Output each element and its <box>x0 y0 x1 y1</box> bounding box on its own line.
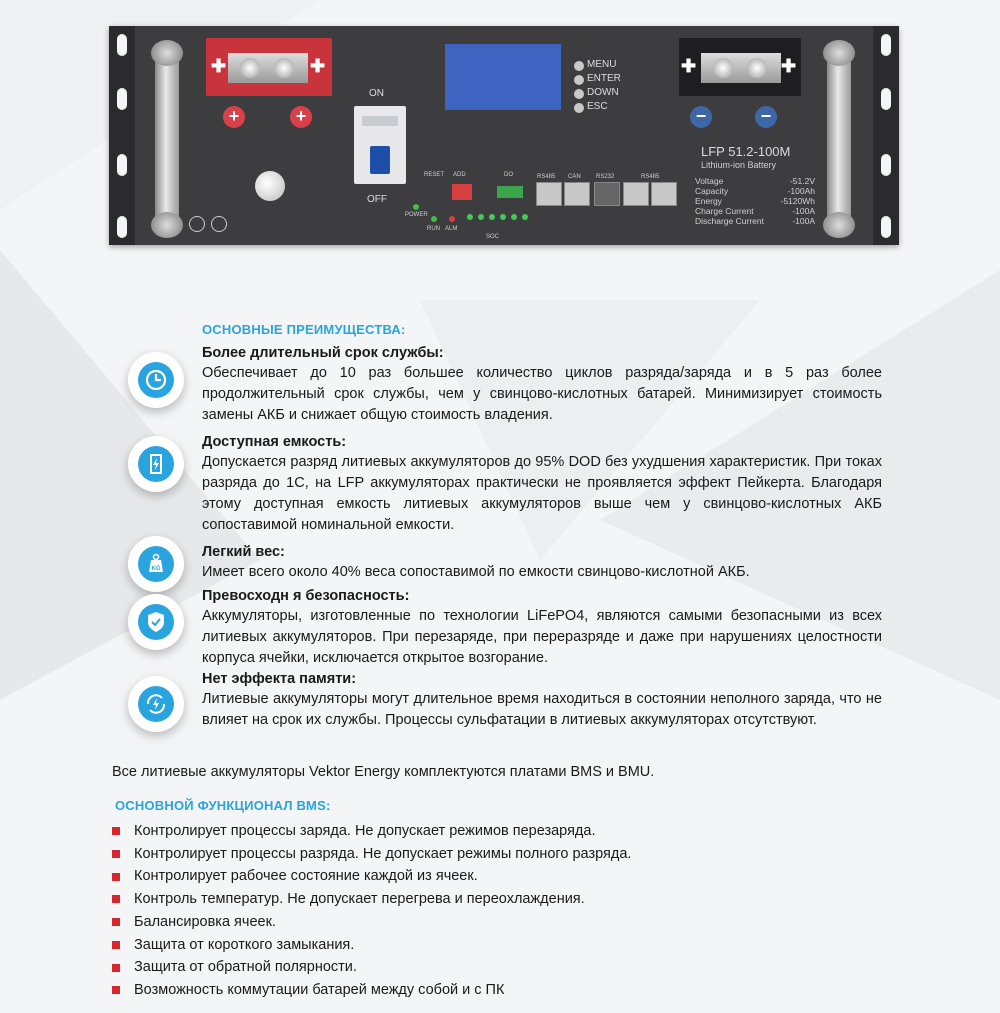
advantage-heading: Легкий вес: <box>202 544 285 560</box>
soc-led-6 <box>522 214 528 220</box>
rs232-port[interactable] <box>594 182 620 206</box>
right-rack-ear <box>873 26 899 245</box>
soc-led-5 <box>511 214 517 220</box>
soc-led-4 <box>500 214 506 220</box>
bms-list: Контролирует процессы заряда. Не допуска… <box>112 820 631 1002</box>
advantage-lifespan: Более длительный срок службы: Обеспечива… <box>202 344 882 426</box>
model-label: LFP 51.2-100M <box>701 144 791 159</box>
list-item: Контролирует рабочее состояние каждой из… <box>112 865 631 888</box>
advantage-heading: Более длительный срок службы: <box>202 345 444 361</box>
esc-button[interactable] <box>574 103 584 113</box>
alarm-led <box>449 216 455 222</box>
power-led <box>413 204 419 210</box>
menu-button[interactable] <box>574 61 584 71</box>
breaker-on-label: ON <box>369 88 384 99</box>
left-rack-ear <box>109 26 135 245</box>
list-item: Возможность коммутации батарей между соб… <box>112 979 631 1002</box>
ground-symbol-icon <box>211 216 227 232</box>
rs485-port-2[interactable] <box>623 182 649 206</box>
advantage-weight: Легкий вес: Имеет всего около 40% веса с… <box>202 543 882 583</box>
negative-pole-1: − <box>690 106 712 128</box>
soc-led-2 <box>478 214 484 220</box>
spec-table: Voltage-51.2V Capacity-100Ah Energy-5120… <box>695 176 815 226</box>
esc-label: ESC <box>587 101 608 112</box>
enter-label: ENTER <box>587 73 621 84</box>
bms-note: Все литиевые аккумуляторы Vektor Energy … <box>112 764 655 780</box>
battery-bolt-icon <box>150 454 162 474</box>
reset-label: RESET <box>424 172 445 178</box>
positive-pole-1: + <box>223 106 245 128</box>
icon-badge <box>128 676 184 732</box>
left-handle[interactable] <box>151 40 183 238</box>
advantage-text: Имеет всего около 40% веса сопоставимой … <box>202 564 750 580</box>
run-led <box>431 216 437 222</box>
weight-kg-icon: KG <box>149 553 163 572</box>
icon-badge <box>128 436 184 492</box>
do-label: DO <box>504 172 513 178</box>
spec-row: Voltage-51.2V <box>695 176 815 186</box>
advantage-heading: Превосходн я безопасность: <box>202 588 410 604</box>
icon-badge <box>128 352 184 408</box>
down-label: DOWN <box>587 87 619 98</box>
run-label: RUN <box>427 226 440 232</box>
advantage-text: Аккумуляторы, изготовленные по технологи… <box>202 608 882 666</box>
right-handle[interactable] <box>823 40 855 238</box>
shield-check-icon <box>148 612 164 632</box>
add-label: ADD <box>453 172 466 178</box>
advantage-text: Обеспечивает до 10 раз большее количеств… <box>202 365 882 423</box>
can-label: CAN <box>568 174 581 180</box>
advantage-text: Литиевые аккумуляторы могут длительное в… <box>202 691 882 728</box>
spec-row: Energy-5120Wh <box>695 196 815 206</box>
advantage-heading: Нет эффекта памяти: <box>202 671 357 687</box>
advantage-safety: Превосходн я безопасность: Аккумуляторы,… <box>202 587 882 669</box>
svg-text:KG: KG <box>152 566 161 572</box>
list-item: Контролирует процессы разряда. Не допуск… <box>112 843 631 866</box>
advantage-capacity: Доступная емкость: Допускается разряд ли… <box>202 433 882 536</box>
model-sub-label: Lithium-ion Battery <box>701 160 777 170</box>
rs485-port-1[interactable] <box>536 182 562 206</box>
recycle-bolt-icon <box>146 694 166 714</box>
do-connector <box>497 186 523 198</box>
breaker-off-label: OFF <box>367 194 387 205</box>
alm-label: ALM <box>445 226 458 232</box>
lcd-display <box>445 44 561 110</box>
list-item: Контроль температур. Не допускает перегр… <box>112 888 631 911</box>
spec-row: Charge Current-100A <box>695 206 815 216</box>
advantages-title: ОСНОВНЫЕ ПРЕИМУЩЕСТВА: <box>202 322 406 337</box>
clock-icon <box>145 369 167 391</box>
rs485-label-1: RS485 <box>537 174 556 180</box>
spec-row: Capacity-100Ah <box>695 186 815 196</box>
ground-screw-icon <box>189 216 205 232</box>
advantage-heading: Доступная емкость: <box>202 434 347 450</box>
menu-label: MENU <box>587 59 617 70</box>
soc-led-1 <box>467 214 473 220</box>
spec-row: Discharge Current-100A <box>695 216 815 226</box>
positive-terminal: ✚ ✚ <box>206 38 332 96</box>
icon-badge <box>128 594 184 650</box>
list-item: Защита от обратной полярности. <box>112 956 631 979</box>
power-knob[interactable] <box>255 171 285 201</box>
soc-label: SOC <box>486 234 500 240</box>
negative-pole-2: − <box>755 106 777 128</box>
rs485-port-3[interactable] <box>651 182 677 206</box>
soc-led-3 <box>489 214 495 220</box>
can-port[interactable] <box>564 182 590 206</box>
bms-title: ОСНОВНОЙ ФУНКЦИОНАЛ BMS: <box>115 798 331 813</box>
list-item: Балансировка ячеек. <box>112 911 631 934</box>
power-label: POWER <box>405 212 428 218</box>
negative-terminal: ✚ ✚ <box>679 38 801 96</box>
icon-badge: KG <box>128 536 184 592</box>
rs232-label: RS232 <box>596 174 615 180</box>
down-button[interactable] <box>574 89 584 99</box>
advantage-memory: Нет эффекта памяти: Литиевые аккумулятор… <box>202 670 882 731</box>
battery-front-panel: ✚ ✚ + + ✚ ✚ − − ON OFF MENU ENTER DOWN E… <box>109 26 899 245</box>
rs485-label-2: RS485 <box>641 174 660 180</box>
list-item: Защита от короткого замыкания. <box>112 934 631 957</box>
enter-button[interactable] <box>574 75 584 85</box>
circuit-breaker[interactable] <box>354 106 406 184</box>
address-dip-switch[interactable] <box>452 184 472 200</box>
positive-pole-2: + <box>290 106 312 128</box>
advantage-text: Допускается разряд литиевых аккумуляторо… <box>202 454 882 533</box>
list-item: Контролирует процессы заряда. Не допуска… <box>112 820 631 843</box>
